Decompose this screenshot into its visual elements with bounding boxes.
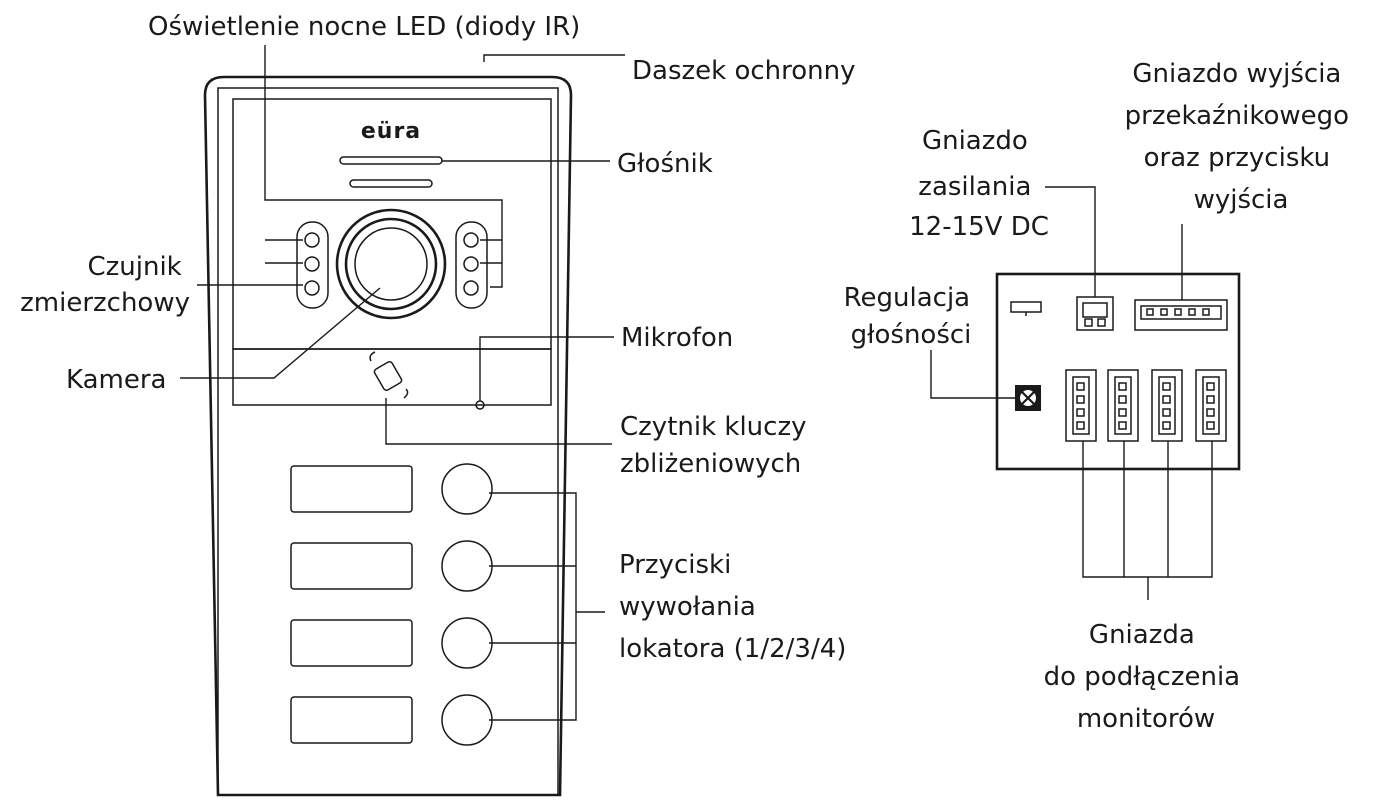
name-plate-1 <box>290 465 413 513</box>
board-outline <box>995 272 1241 471</box>
ir-led-icon <box>463 232 479 248</box>
dusk-sensor-icon <box>304 256 320 272</box>
camera-icon <box>335 208 447 320</box>
protective-hood <box>203 75 573 797</box>
ir-led-icon <box>463 280 479 296</box>
reader-band <box>232 348 552 406</box>
connector-board <box>995 272 1241 471</box>
label-speaker: Głośnik <box>617 149 713 179</box>
label-camera: Kamera <box>66 365 166 395</box>
label-volume: Regulacja głośności <box>844 283 979 350</box>
call-button-2 <box>441 540 493 592</box>
ir-led-icon <box>304 280 320 296</box>
power-connector-icon <box>1076 296 1114 331</box>
speaker-slot-bottom <box>349 179 433 188</box>
ir-led-icon <box>304 232 320 248</box>
front-panel-outline <box>217 87 559 796</box>
monitor-connector-1-icon <box>1065 369 1097 442</box>
label-power-socket: Gniazdo zasilania 12-15V DC <box>909 126 1049 242</box>
ir-led-icon <box>463 256 479 272</box>
door-station: eüra <box>203 75 573 797</box>
monitor-connector-4-icon <box>1195 369 1227 442</box>
label-hood: Daszek ochronny <box>632 56 856 86</box>
call-button-3 <box>441 617 493 669</box>
ir-led-strip-right <box>455 221 488 309</box>
speaker-slot-top <box>339 156 443 165</box>
name-plate-4 <box>290 696 413 744</box>
label-monitor-sockets: Gniazda do podłączenia monitorów <box>1044 620 1249 734</box>
labels: Oświetlenie nocne LED (diody IR) Daszek … <box>20 12 1358 734</box>
label-dusk-sensor: Czujnik zmierzchowy <box>20 252 190 318</box>
ir-led-strip-left <box>296 221 329 309</box>
label-relay-socket: Gniazdo wyjścia przekaźnikowego oraz prz… <box>1125 59 1358 215</box>
label-rfid-reader: Czytnik kluczy zbliżeniowych <box>620 412 815 479</box>
leader-lines-station <box>180 45 625 721</box>
rfid-reader-icon <box>369 351 409 399</box>
monitor-connector-3-icon <box>1151 369 1183 442</box>
name-plate-3 <box>290 619 413 667</box>
monitor-connector-2-icon <box>1107 369 1139 442</box>
leader-lines-board <box>930 186 1213 600</box>
label-ir-led: Oświetlenie nocne LED (diody IR) <box>148 12 580 42</box>
call-button-1 <box>441 463 493 515</box>
relay-connector-icon <box>1134 299 1228 331</box>
label-call-buttons: Przyciski wywołania lokatora (1/2/3/4) <box>619 550 846 664</box>
name-plate-2 <box>290 542 413 590</box>
volume-potentiometer-icon <box>1015 385 1041 411</box>
board-marker-icon <box>1010 301 1042 313</box>
brand-logo: eüra <box>361 119 421 144</box>
call-button-4 <box>441 694 493 746</box>
label-microphone: Mikrofon <box>621 323 733 353</box>
